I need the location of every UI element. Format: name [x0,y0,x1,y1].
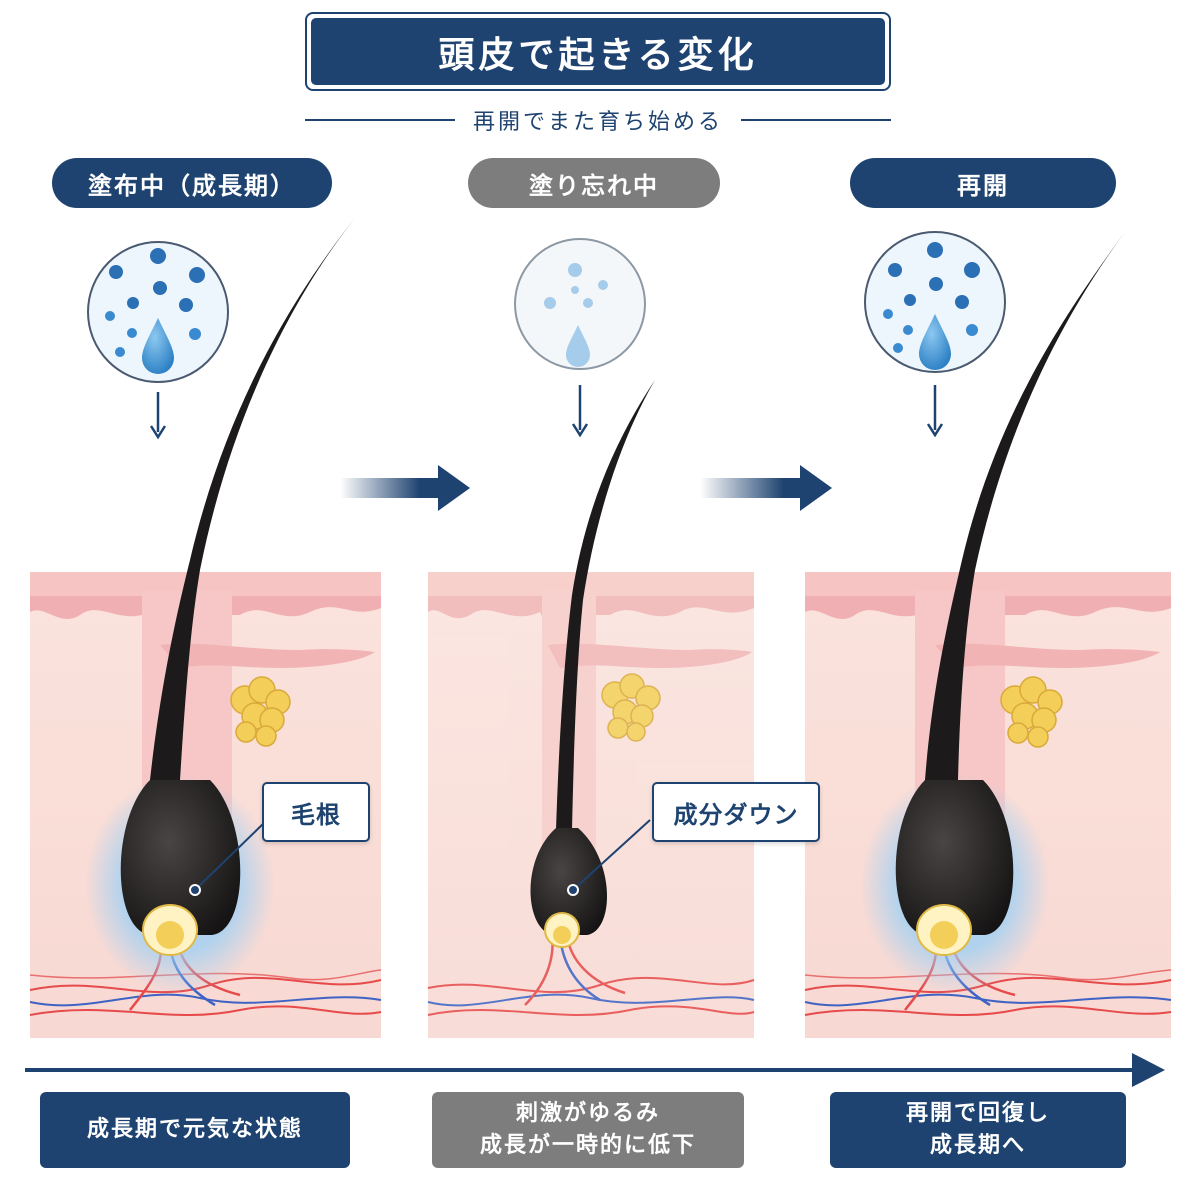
divider [741,119,892,121]
droplet-icon [919,314,951,370]
caption-line: 成長が一時的に低下 [479,1133,696,1158]
right-arrow-icon [340,465,470,511]
stage-label-missed: 塗り忘れ中 [468,158,720,208]
title-frame: 頭皮で起きる変化 [305,12,891,91]
caption-growth: 成長期で元気な状態 [40,1092,350,1168]
caption-line: 成長期へ [929,1133,1026,1158]
down-arrow-icon [571,385,589,438]
down-arrow-icon [926,385,944,438]
panel-resume [804,231,1172,1038]
stage-label-growth: 塗布中（成長期） [52,158,332,208]
hair-follicle [85,218,355,995]
sebaceous-gland [601,673,661,742]
droplet-icon [142,318,174,374]
callout-leader [572,819,651,891]
caption-line: 刺激がゆるみ [515,1101,660,1126]
hair-follicle [860,232,1125,995]
callout-leader [194,821,266,891]
ingredient-circle [87,241,229,383]
hair-follicle [530,380,655,948]
divider [305,119,455,121]
panel-growth [29,218,382,1038]
stage-label-resume: 再開 [850,158,1116,208]
timeline-arrow-icon [25,1053,1165,1087]
caption-line: 成長期で元気な状態 [86,1117,303,1142]
callout-hair-root: 毛根 [262,782,370,842]
right-arrow-icon [700,465,832,511]
ingredient-circle [864,231,1006,373]
callout-ingredient-down: 成分ダウン [652,782,820,842]
sebaceous-gland [1000,676,1063,748]
panel-missed [427,238,755,1038]
ingredient-circle [514,238,646,370]
caption-line: 再開で回復し [905,1101,1050,1126]
caption-missed: 刺激がゆるみ 成長が一時的に低下 [432,1092,744,1168]
sebaceous-gland [230,676,291,747]
subtitle-row: 再開でまた育ち始める [305,100,892,140]
subtitle: 再開でまた育ち始める [473,110,724,135]
down-arrow-icon [149,392,167,440]
caption-resume: 再開で回復し 成長期へ [830,1092,1126,1168]
page-title: 頭皮で起きる変化 [311,18,885,85]
droplet-icon [566,325,590,367]
